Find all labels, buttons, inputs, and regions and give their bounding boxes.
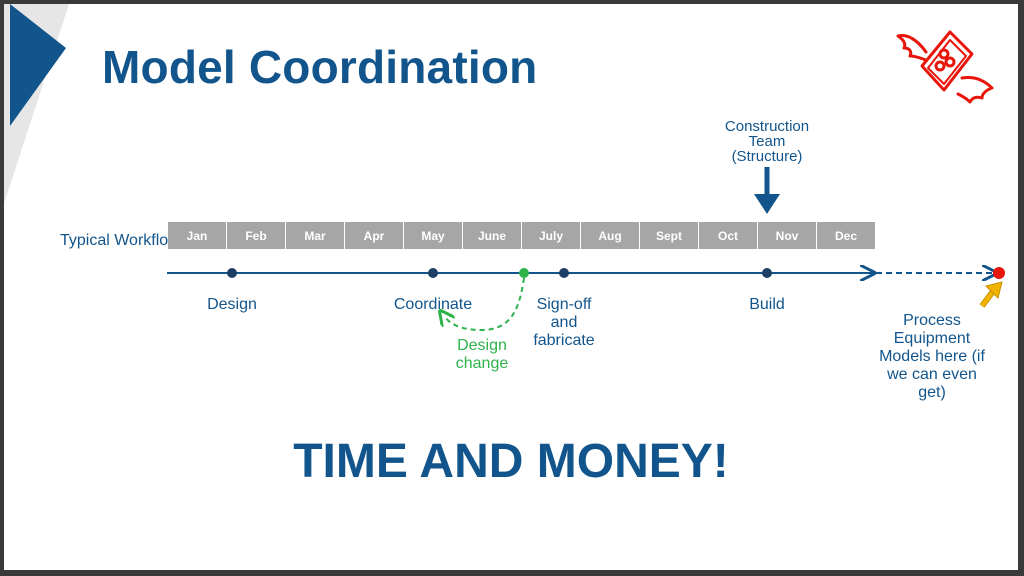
tagline: TIME AND MONEY!	[293, 435, 729, 488]
milestone-build-dot	[762, 268, 772, 278]
blue-arrow-shape	[10, 4, 66, 126]
month-cell: Sept	[640, 222, 698, 249]
milestone-coordinate-label: Coordinate	[393, 296, 473, 313]
month-cell: Apr	[345, 222, 403, 249]
design-change-arrow	[444, 277, 525, 332]
process-equipment-label: Process Equipment Models here (if we can…	[879, 312, 985, 401]
process-equipment-dot	[993, 267, 1005, 279]
month-cell: Aug	[581, 222, 639, 249]
milestone-signoff-label: Sign-off and fabricate	[524, 296, 604, 350]
gold-arrow-head	[985, 281, 1003, 299]
slide: Model Coordination Typical Workflow Jan …	[4, 4, 1018, 570]
month-bar: Jan Feb Mar Apr May June July Aug Sept O…	[168, 222, 876, 249]
milestone-signoff-dot	[559, 268, 569, 278]
flying-money-icon	[896, 30, 994, 104]
corner-decoration	[4, 4, 69, 204]
month-cell: Feb	[227, 222, 285, 249]
timeline-graphic	[167, 167, 1005, 332]
month-cell: Oct	[699, 222, 757, 249]
month-cell: Dec	[817, 222, 875, 249]
typical-workflow-label: Typical Workflow	[60, 232, 180, 249]
month-cell: May	[404, 222, 462, 249]
milestone-design-label: Design	[207, 296, 257, 313]
month-cell: Nov	[758, 222, 816, 249]
milestone-signoff-text: Sign-off and fabricate	[533, 296, 595, 349]
month-cell: July	[522, 222, 580, 249]
slide-title: Model Coordination	[102, 41, 538, 93]
design-change-dot	[519, 268, 529, 278]
construction-arrow-head	[754, 194, 780, 214]
month-cell: June	[463, 222, 521, 249]
milestone-coordinate-dot	[428, 268, 438, 278]
milestone-build-label: Build	[749, 296, 785, 313]
design-change-label: Design change	[455, 337, 509, 372]
month-cell: Jan	[168, 222, 226, 249]
milestone-design-dot	[227, 268, 237, 278]
construction-team-label: Construction Team (Structure)	[724, 118, 810, 165]
month-cell: Mar	[286, 222, 344, 249]
